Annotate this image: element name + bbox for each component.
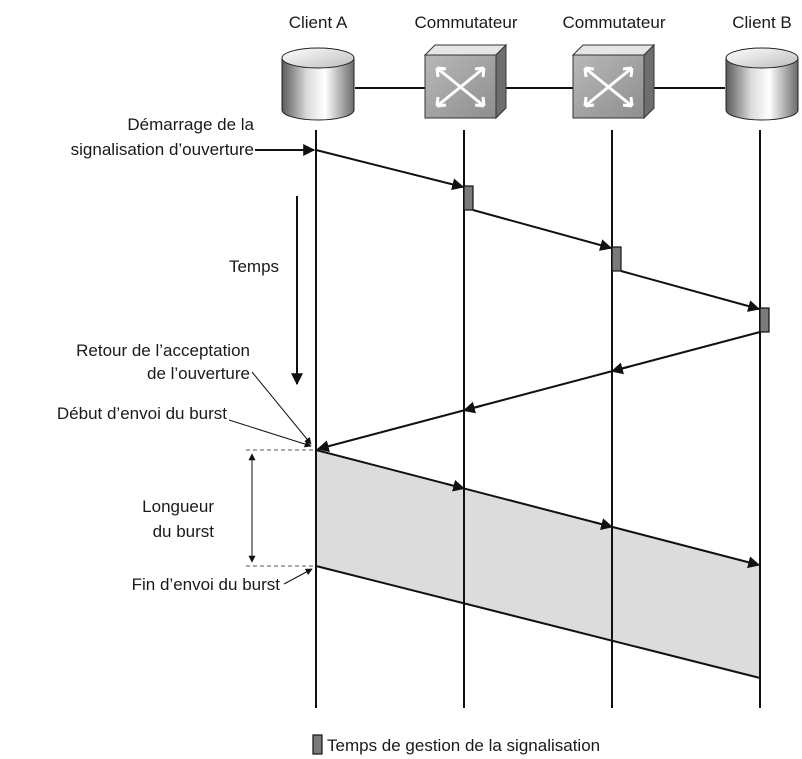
burst-start-label: Début d’envoi du burst — [57, 404, 227, 423]
switch-2-icon — [571, 43, 656, 120]
client-a-label: Client A — [289, 13, 348, 32]
burst-start-mid-2 — [593, 518, 614, 530]
acceptance-label-line2: de l’ouverture — [147, 364, 250, 383]
processing-box-switch-1 — [463, 185, 474, 211]
burst-end-pointer — [283, 568, 313, 585]
setup-arrow-3 — [620, 270, 761, 312]
burst-start-pointer — [228, 419, 312, 448]
acceptance-pointer — [251, 371, 312, 445]
legend-processing-swatch — [312, 734, 323, 755]
switch-1-icon — [423, 43, 508, 120]
client-b-icon — [725, 47, 799, 121]
acceptance-label-line1: Retour de l’acceptation — [76, 341, 250, 360]
acceptance-arrow-mid-1 — [462, 401, 483, 414]
burst-area — [316, 450, 760, 678]
start-signaling-label-line2: signalisation d’ouverture — [71, 140, 254, 159]
processing-box-switch-2 — [611, 246, 622, 272]
legend-processing-label: Temps de gestion de la signalisation — [327, 736, 600, 755]
acceptance-arrow-mid-2 — [610, 362, 631, 375]
client-a-icon — [281, 47, 355, 121]
burst-start-line — [315, 449, 761, 569]
burst-end-line — [315, 565, 761, 679]
acceptance-arrow — [316, 331, 761, 453]
setup-arrow-1 — [315, 149, 465, 191]
processing-box-client-b — [759, 307, 770, 333]
burst-length-label-line2: du burst — [153, 522, 215, 541]
setup-arrow-2 — [472, 209, 613, 251]
switch-2-label: Commutateur — [563, 13, 666, 32]
burst-start-mid-1 — [445, 479, 466, 492]
burst-end-label: Fin d’envoi du burst — [132, 575, 281, 594]
burst-length-label-line1: Longueur — [142, 497, 214, 516]
start-signaling-label-line1: Démarrage de la — [127, 115, 254, 134]
client-b-label: Client B — [732, 13, 792, 32]
time-label: Temps — [229, 257, 279, 276]
switch-1-label: Commutateur — [415, 13, 518, 32]
